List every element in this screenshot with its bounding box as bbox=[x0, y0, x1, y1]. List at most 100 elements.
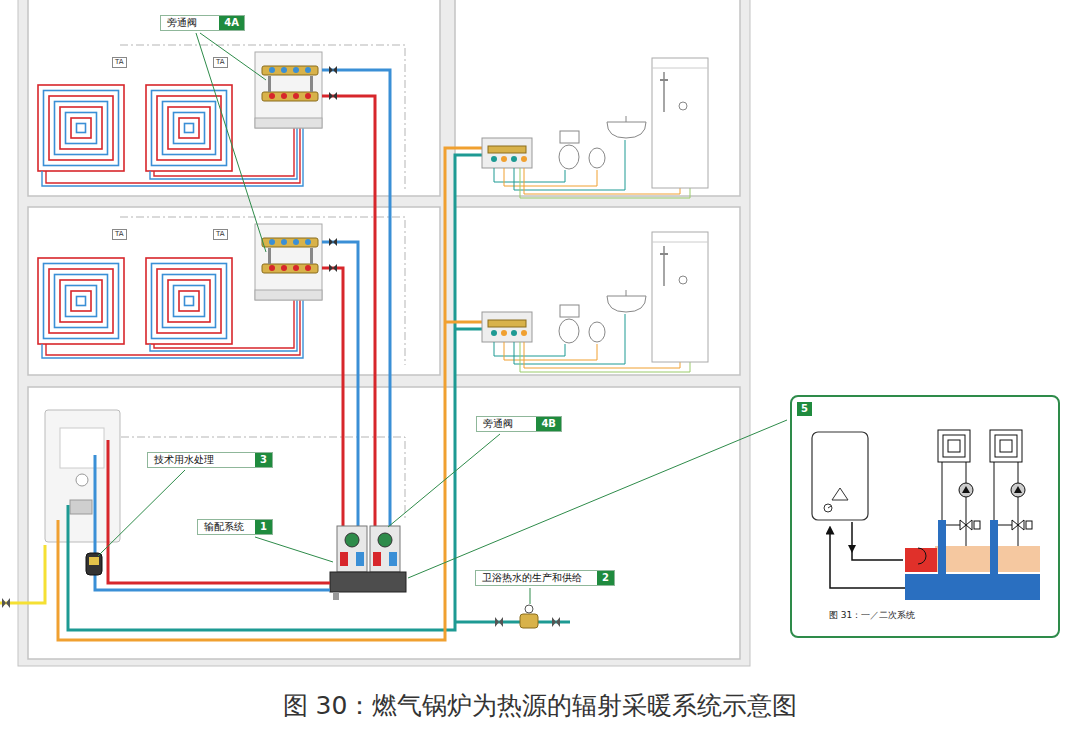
building bbox=[455, 207, 740, 375]
callout-number: 4A bbox=[219, 16, 244, 30]
boiler-pipes bbox=[455, 328, 482, 331]
dash-outline bbox=[105, 45, 405, 520]
distribution-unit bbox=[333, 592, 339, 600]
inset-illustration bbox=[828, 506, 831, 508]
inset-illustration bbox=[966, 462, 967, 546]
risers bbox=[322, 96, 375, 528]
distribution-unit bbox=[330, 572, 406, 592]
valves bbox=[329, 264, 337, 272]
thermostat-box: TA bbox=[213, 57, 228, 68]
distribution-unit bbox=[337, 526, 367, 572]
inset-illustration bbox=[960, 520, 972, 530]
inset-illustration bbox=[830, 530, 905, 588]
inset-illustration bbox=[1011, 483, 1025, 497]
bathrooms bbox=[482, 232, 708, 372]
coil-pipes bbox=[42, 300, 303, 358]
leader-lines bbox=[98, 33, 787, 604]
leader-lines bbox=[196, 33, 266, 252]
floor-coils bbox=[38, 258, 124, 344]
floor-coils bbox=[146, 258, 232, 344]
distribution-unit bbox=[389, 552, 397, 566]
manifolds bbox=[255, 52, 322, 300]
inset-illustration bbox=[962, 486, 970, 493]
leader-lines bbox=[98, 470, 185, 556]
inset-illustration bbox=[990, 520, 998, 574]
inset-illustration bbox=[812, 430, 1040, 600]
inset-illustration bbox=[832, 488, 848, 500]
callout-number: 1 bbox=[255, 520, 272, 534]
valves bbox=[329, 66, 337, 272]
callout-text: 旁通阀 bbox=[477, 417, 536, 431]
risers bbox=[322, 242, 358, 528]
inset-illustration bbox=[946, 525, 960, 526]
water-treatment bbox=[89, 557, 99, 565]
inset-illustration bbox=[990, 430, 1022, 462]
building bbox=[18, 0, 750, 666]
leader-lines bbox=[255, 537, 333, 562]
gas-valve bbox=[2, 598, 10, 608]
boiler bbox=[76, 474, 88, 486]
inset-illustration bbox=[994, 462, 995, 520]
distribution-unit bbox=[370, 526, 400, 572]
inset-illustration bbox=[1012, 520, 1024, 530]
valves bbox=[329, 238, 337, 246]
callout-text: 技术用水处理 bbox=[148, 453, 255, 467]
inset-illustration bbox=[1026, 521, 1032, 529]
floor-coils bbox=[38, 85, 124, 171]
inset-illustration bbox=[948, 440, 960, 452]
inset-illustration bbox=[942, 462, 943, 520]
inset-panel: 5 图 31：一／二次系统 bbox=[790, 395, 1060, 638]
callout-text: 卫浴热水的生产和供给 bbox=[476, 571, 597, 585]
risers bbox=[322, 70, 390, 528]
thermostat-label: TA bbox=[216, 58, 225, 66]
gas-valve bbox=[2, 598, 10, 608]
manifolds bbox=[255, 52, 322, 128]
bathrooms bbox=[482, 58, 708, 372]
distribution-unit bbox=[345, 533, 359, 547]
boiler-pipes bbox=[108, 440, 330, 583]
inset-illustration bbox=[824, 504, 832, 512]
building bbox=[18, 0, 750, 666]
thermostat-label: TA bbox=[115, 58, 124, 66]
inset-illustration bbox=[905, 574, 1040, 600]
water-meter bbox=[552, 617, 560, 627]
leader-lines bbox=[530, 588, 531, 604]
boiler-pipes bbox=[58, 148, 482, 640]
coil-pipes bbox=[150, 300, 297, 351]
dash-outline bbox=[105, 437, 405, 520]
figure-caption: 图 31：一／二次系统 bbox=[828, 609, 916, 621]
boiler bbox=[70, 500, 92, 514]
inset-illustration bbox=[905, 548, 937, 572]
inset-illustration bbox=[998, 525, 1012, 526]
risers bbox=[322, 268, 343, 528]
dash-outline bbox=[120, 45, 405, 190]
figure-caption: 图 30：燃气锅炉为热源的辐射采暖系统示意图 bbox=[0, 690, 1080, 722]
leader-lines bbox=[408, 420, 787, 578]
inset-illustration bbox=[938, 520, 946, 574]
boiler bbox=[60, 428, 104, 468]
boiler-pipes bbox=[68, 155, 482, 630]
coil-pipes bbox=[46, 128, 300, 183]
callout-label: 技术用水处理3 bbox=[147, 452, 273, 468]
callout-number: 3 bbox=[255, 453, 272, 467]
callout-number: 5 bbox=[797, 402, 812, 416]
boiler-pipes bbox=[445, 321, 482, 324]
leader-lines bbox=[388, 434, 500, 527]
inset-illustration bbox=[935, 546, 1040, 572]
distribution-unit bbox=[356, 552, 364, 566]
callout-text: 旁通阀 bbox=[161, 16, 219, 30]
boiler-pipes bbox=[0, 545, 45, 603]
thermostat-label: TA bbox=[115, 230, 124, 238]
water-meter bbox=[495, 605, 560, 628]
valves bbox=[329, 66, 337, 74]
callout-label: 输配系统1 bbox=[197, 519, 273, 535]
inset-illustration bbox=[918, 548, 926, 564]
distribution-unit bbox=[378, 533, 392, 547]
water-meter bbox=[495, 617, 503, 627]
water-meter bbox=[525, 605, 533, 613]
water-meter bbox=[520, 614, 538, 628]
thermostat-label: TA bbox=[216, 230, 225, 238]
callout-label: 旁通阀4B bbox=[476, 416, 562, 432]
